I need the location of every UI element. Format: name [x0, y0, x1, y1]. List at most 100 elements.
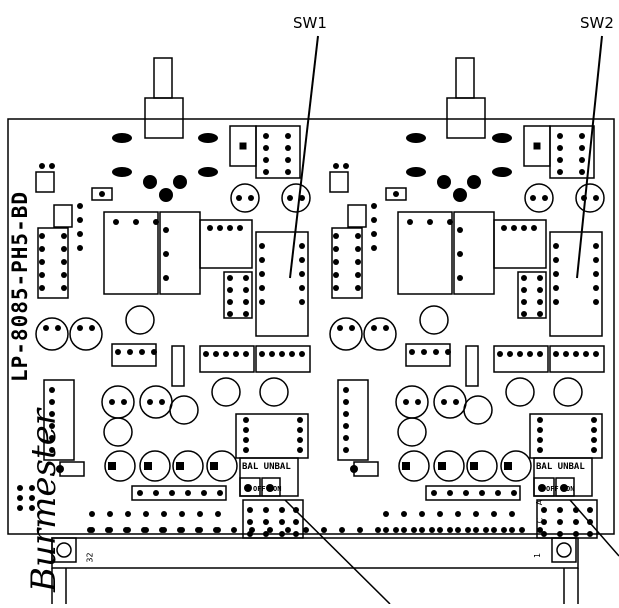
pad [557, 145, 563, 151]
pad [593, 257, 599, 263]
edge-pad [231, 527, 237, 533]
ic-outline [331, 227, 363, 299]
pad [455, 527, 461, 533]
pad [517, 351, 523, 357]
pad [579, 133, 585, 139]
pad [263, 145, 269, 151]
pad [541, 507, 547, 513]
pad [537, 311, 543, 317]
pad [473, 511, 479, 517]
pad [279, 351, 285, 357]
pad [343, 435, 349, 441]
pin-32-label: 32 [85, 552, 95, 563]
pad [371, 245, 377, 251]
capacitor-outline [466, 450, 498, 482]
pad [287, 195, 293, 201]
board-outline [7, 118, 615, 535]
pad [263, 519, 269, 525]
opamp-outline [549, 231, 603, 337]
pad [593, 285, 599, 291]
pad [537, 427, 543, 433]
pad [299, 257, 305, 263]
brand-signature: Burmester [24, 409, 64, 592]
pad [343, 411, 349, 417]
component-outline [533, 477, 555, 497]
pad [197, 511, 203, 517]
pad [527, 351, 533, 357]
pad [243, 427, 249, 433]
pad [297, 447, 303, 453]
component-outline [171, 345, 185, 387]
bal-unbal-label-left: BAL UNBAL [242, 462, 291, 472]
capacitor-outline [230, 183, 260, 213]
pad [17, 495, 23, 501]
pad [333, 272, 339, 278]
pad [447, 219, 453, 225]
pad [49, 411, 55, 417]
capacitor-outline [206, 450, 238, 482]
pad [285, 169, 291, 175]
edge-pad [465, 527, 471, 533]
pad [583, 351, 589, 357]
relay-outline [103, 211, 159, 295]
pad [541, 531, 547, 537]
pad [537, 299, 543, 305]
pad [343, 163, 349, 169]
pad [383, 325, 389, 331]
pad [333, 233, 339, 239]
pad [263, 169, 269, 175]
ic-outline [199, 219, 253, 269]
pad [557, 507, 563, 513]
resistor-outline [43, 379, 75, 461]
pad [593, 351, 599, 357]
component-outline [111, 343, 157, 367]
pad [537, 287, 543, 293]
component-outline [35, 171, 55, 193]
pad [259, 243, 265, 249]
pot-lug [198, 133, 218, 143]
pad [39, 285, 45, 291]
ic-outline [493, 219, 547, 269]
pad [491, 527, 497, 533]
pad [299, 285, 305, 291]
pad [299, 271, 305, 277]
component-outline [465, 345, 479, 387]
capacitor-outline [139, 385, 173, 419]
component-outline [549, 125, 595, 179]
edge-connector [51, 537, 579, 604]
pad [259, 285, 265, 291]
edge-pad [105, 527, 111, 533]
edge-pad [357, 527, 363, 533]
pad [49, 423, 55, 429]
pad [49, 447, 55, 453]
pad [553, 257, 559, 263]
capacitor-outline [101, 385, 135, 419]
label-sw1: SW1 [293, 14, 327, 32]
component-outline [53, 204, 73, 228]
pad [289, 351, 295, 357]
pad [247, 507, 253, 513]
pad [371, 203, 377, 209]
edge-pad [285, 527, 291, 533]
edge-pad [195, 527, 201, 533]
pot-pad [467, 175, 481, 189]
pad [223, 351, 229, 357]
edge-pad [213, 527, 219, 533]
edge-pad [393, 527, 399, 533]
pad [153, 490, 159, 496]
pad [217, 490, 223, 496]
pot-pad [159, 188, 173, 202]
pad [39, 272, 45, 278]
pad [113, 219, 119, 225]
pad [407, 219, 413, 225]
pad [99, 191, 105, 197]
pot-lug [112, 133, 132, 143]
capacitor-outline [329, 317, 363, 351]
pad [77, 217, 83, 223]
on-label-left: ON [273, 485, 282, 493]
component-outline [517, 271, 547, 319]
pot-pad [437, 175, 451, 189]
sw1-leader-line [289, 35, 319, 279]
pad [77, 231, 83, 237]
